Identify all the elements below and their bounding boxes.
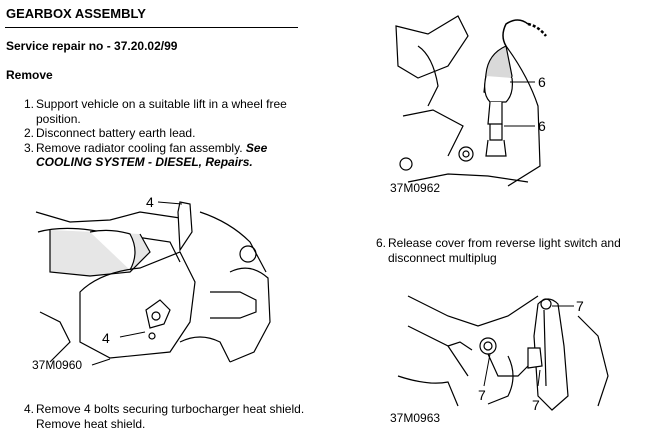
service-repair-number: Service repair no - 37.20.02/99 [6,39,178,53]
section-heading-remove: Remove [6,68,53,82]
step-text: Support vehicle on a suitable lift in a … [36,97,287,126]
figure-reverse-light-switch: 6 6 37M0962 [390,15,547,195]
step-2: 2. Disconnect battery earth lead. [14,126,306,141]
step-text: Release cover from reverse light switch … [388,236,621,265]
step-3: 3. Remove radiator cooling fan assembly.… [14,141,306,170]
step-4: 4. Remove 4 bolts securing turbocharger … [14,402,306,431]
callout-4-lower: 4 [102,330,110,346]
figure-code: 37M0963 [390,411,440,425]
step-number: 6. [375,236,386,250]
figure-turbo-heat-shield: 4 4 37M0960 [32,194,271,372]
step-text: Remove radiator cooling fan assembly. Se… [36,141,306,170]
callout-7-top: 7 [576,298,584,314]
callout-6-upper: 6 [538,74,546,90]
cross-reference-link[interactable]: See COOLING SYSTEM - DIESEL, Repairs. [36,140,268,170]
callout-7-right: 7 [532,397,540,413]
callout-4-upper: 4 [146,194,154,210]
title-divider [5,27,298,28]
figure-code: 37M0962 [390,181,440,195]
step-text: Disconnect battery earth lead. [36,126,196,140]
callout-7-left: 7 [478,387,486,403]
step-text: Remove 4 bolts securing turbocharger hea… [36,402,305,431]
figure-code: 37M0960 [32,358,82,372]
page-title: GEARBOX ASSEMBLY [6,6,146,21]
figure-reverse-switch-cover: 7 7 7 37M0963 [390,295,609,425]
step-6: 6. Release cover from reverse light swit… [366,236,647,266]
step-number: 1. [23,97,34,111]
step-number: 2. [23,126,34,140]
steps-list-1-3: 1. Support vehicle on a suitable lift in… [14,97,306,170]
step-1: 1. Support vehicle on a suitable lift in… [14,97,306,126]
step-number: 4. [23,402,34,416]
step-3-main-text: Remove radiator cooling fan assembly. [36,140,243,155]
callout-6-lower: 6 [538,118,546,134]
step-number: 3. [23,140,34,155]
